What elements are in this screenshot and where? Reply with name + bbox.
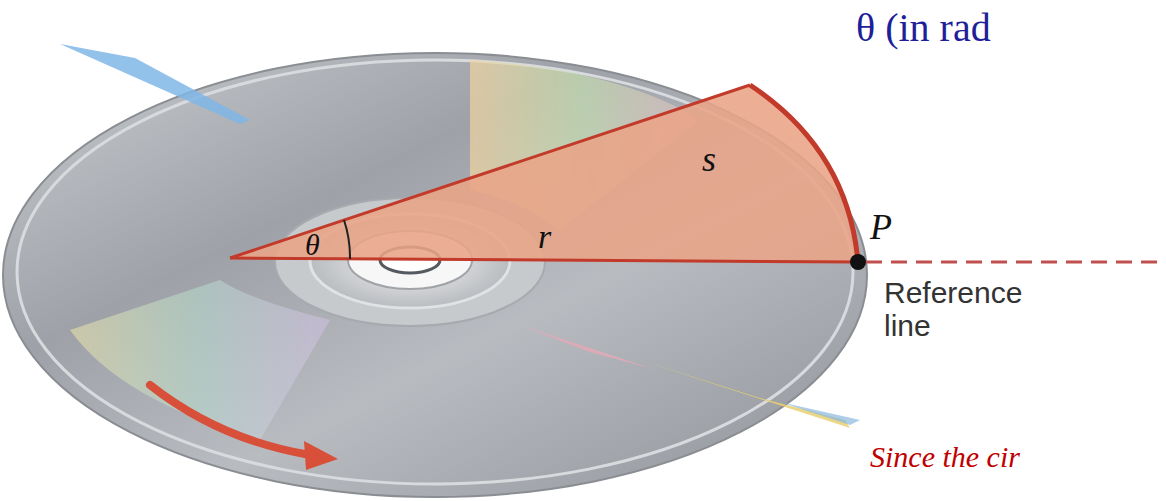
disc-streak [640, 360, 850, 428]
disc-streak [520, 325, 650, 368]
arc-length [750, 85, 858, 262]
radius-label: r [538, 218, 551, 255]
angle-label: θ [305, 228, 320, 261]
point-marker [850, 254, 866, 270]
note-text: Since the cir [870, 440, 1020, 473]
disc-streak [780, 402, 860, 425]
disc-streak [60, 44, 250, 124]
sector [230, 85, 858, 262]
reference-line [866, 261, 1166, 264]
arc-length-label: s [702, 140, 716, 180]
disc-body [3, 53, 867, 497]
rotation-arrow [150, 385, 310, 455]
heading-text: θ (in rad [856, 6, 991, 50]
radius-line [230, 258, 858, 262]
point-label: P [870, 208, 892, 248]
angle-arc [344, 220, 350, 259]
reference-label: Reference line [884, 276, 1054, 342]
arrow-head [304, 441, 338, 470]
